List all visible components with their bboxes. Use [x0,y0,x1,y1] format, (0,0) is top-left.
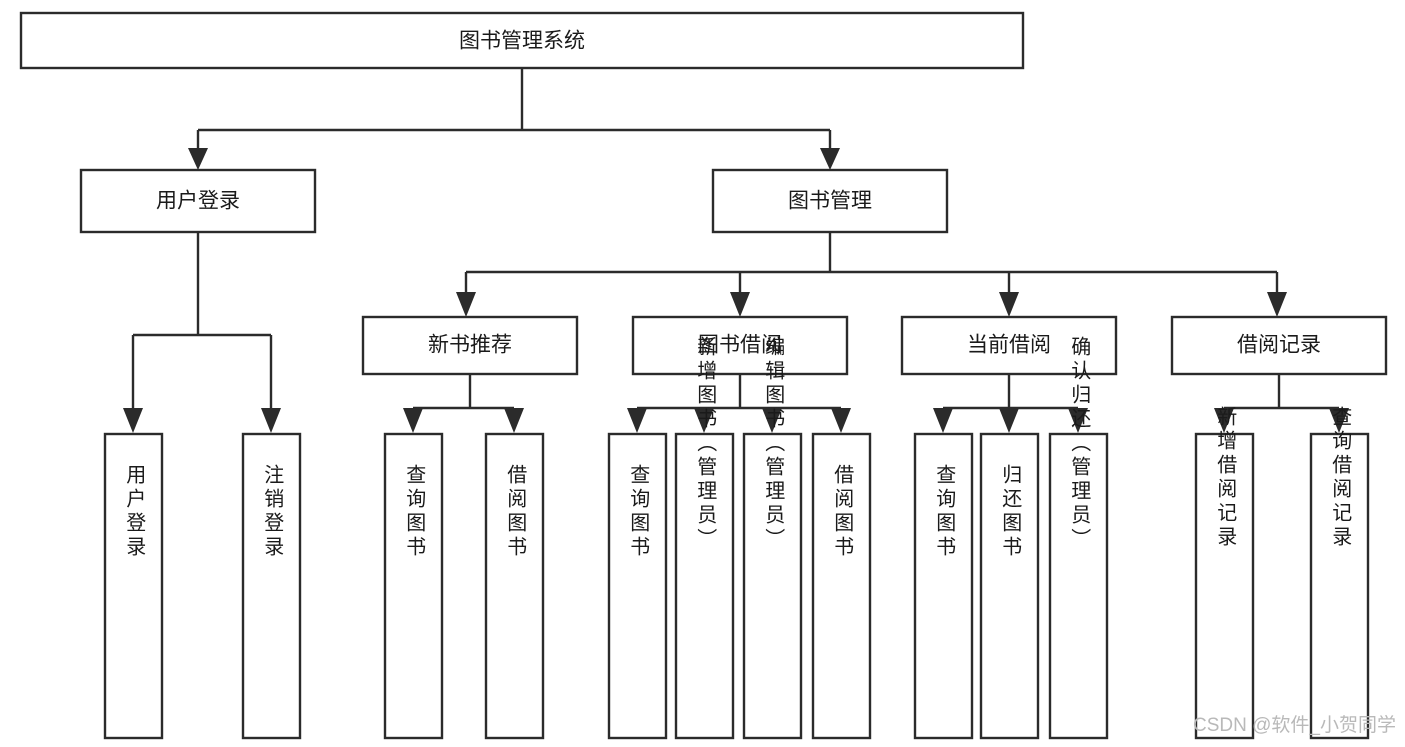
node-new-book-recommend[interactable]: 新书推荐 [361,315,579,376]
node-user-login-label: 用户登录 [156,190,240,213]
node-leaf-user-login-label: 用户登录 [123,464,146,560]
node-root-label: 图书管理系统 [459,30,585,53]
node-leaf-edit-book-box[interactable] [742,432,803,740]
node-borrow-record[interactable]: 借阅记录 [1170,315,1388,376]
node-leaf-query-book-1[interactable]: 查询图书 [383,432,444,740]
node-leaf-query-record[interactable]: 查询借阅记录 [1309,406,1370,740]
node-borrow-record-box[interactable] [1170,315,1388,376]
node-leaf-query-book-3[interactable]: 查询图书 [913,432,974,740]
node-leaf-add-book-label: 新增图书（管理员） [694,336,717,552]
arrow-head-leaf-borrow-book-1 [504,408,524,433]
node-leaf-add-book[interactable]: 新增图书（管理员） [674,336,735,740]
arrow-head-leaf-confirm-return [1068,408,1088,433]
arrow-head-user-login [188,148,208,170]
node-book-management-label: 图书管理 [788,190,872,213]
node-leaf-query-record-label: 查询借阅记录 [1329,406,1352,550]
node-leaf-confirm-return[interactable]: 确认归还（管理员） [1048,336,1109,740]
node-leaf-edit-book[interactable]: 编辑图书（管理员） [742,336,803,740]
node-borrow-record-label: 借阅记录 [1237,334,1321,357]
arrow-head-leaf-query-book-1 [403,408,423,433]
node-leaf-confirm-return-box[interactable] [1048,432,1109,740]
arrow-head-borrow-record [1267,292,1287,317]
node-user-login[interactable]: 用户登录 [79,168,317,234]
arrow-head-leaf-user-login [123,408,143,433]
node-root-box[interactable] [19,11,1025,70]
arrow-head-leaf-borrow-book-2 [831,408,851,433]
arrow-head-book-management [820,148,840,170]
node-leaf-add-record[interactable]: 新增借阅记录 [1194,406,1255,740]
node-leaf-return-book[interactable]: 归还图书 [979,432,1040,740]
node-leaf-user-login-box[interactable] [103,432,164,740]
node-book-borrow[interactable]: 图书借阅 [631,315,849,376]
node-leaf-borrow-book-2-box[interactable] [811,432,872,740]
node-leaf-user-logout-label: 注销登录 [261,464,284,560]
arrow-head-leaf-query-book-2 [627,408,647,433]
node-leaf-add-book-box[interactable] [674,432,735,740]
arrow-head-leaf-add-record [1214,408,1234,433]
node-book-management-box[interactable] [711,168,949,234]
node-leaf-borrow-book-2[interactable]: 借阅图书 [811,432,872,740]
node-leaf-user-login[interactable]: 用户登录 [103,432,164,740]
node-leaf-return-book-box[interactable] [979,432,1040,740]
node-book-borrow-box[interactable] [631,315,849,376]
node-leaf-query-book-3-box[interactable] [913,432,974,740]
arrow-head-leaf-return-book [999,408,1019,433]
node-leaf-query-book-2-box[interactable] [607,432,668,740]
node-leaf-query-record-box[interactable] [1309,432,1370,740]
arrow-head-leaf-edit-book [762,408,782,433]
node-leaf-user-logout[interactable]: 注销登录 [241,432,302,740]
node-leaf-query-book-2-label: 查询图书 [627,464,650,560]
node-leaf-borrow-book-1-label: 借阅图书 [504,464,527,560]
node-current-borrow-box[interactable] [900,315,1118,376]
arrow-head-current-borrow [999,292,1019,317]
node-leaf-borrow-book-1-box[interactable] [484,432,545,740]
node-leaf-return-book-label: 归还图书 [999,464,1022,560]
node-user-login-box[interactable] [79,168,317,234]
node-new-book-recommend-box[interactable] [361,315,579,376]
node-leaf-borrow-book-2-label: 借阅图书 [831,464,854,560]
arrow-head-leaf-user-logout [261,408,281,433]
connector-layer [123,68,1349,433]
arrow-head-leaf-query-record [1329,408,1349,433]
arrow-head-book-borrow [730,292,750,317]
node-leaf-confirm-return-label: 确认归还（管理员） [1068,336,1091,552]
node-leaf-add-record-label: 新增借阅记录 [1214,406,1237,550]
node-leaf-borrow-book-1[interactable]: 借阅图书 [484,432,545,740]
node-leaf-query-book-3-label: 查询图书 [933,464,956,560]
node-leaf-edit-book-label: 编辑图书（管理员） [762,336,785,552]
arrow-head-leaf-add-book [694,408,714,433]
node-leaf-query-book-1-box[interactable] [383,432,444,740]
node-leaf-query-book-1-label: 查询图书 [403,464,426,560]
node-leaf-query-book-2[interactable]: 查询图书 [607,432,668,740]
node-book-management[interactable]: 图书管理 [711,168,949,234]
node-root[interactable]: 图书管理系统 [19,11,1025,70]
node-leaf-add-record-box[interactable] [1194,432,1255,740]
node-book-borrow-label: 图书借阅 [698,334,782,357]
node-current-borrow[interactable]: 当前借阅 [900,315,1118,376]
node-new-book-recommend-label: 新书推荐 [428,334,512,357]
arrow-head-new-book-recommend [456,292,476,317]
arrow-head-leaf-query-book-3 [933,408,953,433]
node-current-borrow-label: 当前借阅 [967,334,1051,357]
csdn-watermark: CSDN @软件_小贺同学 [1193,714,1396,736]
node-leaf-user-logout-box[interactable] [241,432,302,740]
